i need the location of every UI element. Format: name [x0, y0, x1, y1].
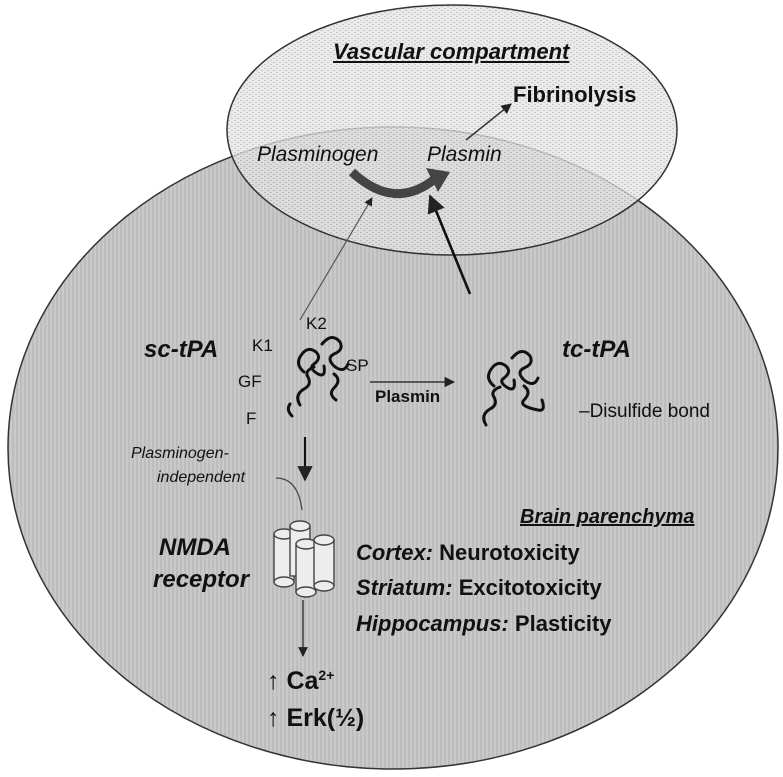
- domain-sp-label: SP: [346, 356, 369, 375]
- domain-k1-label: K1: [252, 336, 273, 355]
- disulfide-bond-label: –Disulfide bond: [579, 401, 710, 422]
- sc-tpa-label: sc-tPA: [144, 336, 219, 363]
- tc-tpa-structure-icon: [482, 350, 545, 427]
- plasmin-arrow-label: Plasmin: [375, 387, 441, 406]
- nmda-label: NMDA: [159, 534, 231, 561]
- brain-parenchyma-title: Brain parenchyma: [520, 506, 695, 528]
- region-hippocampus: Hippocampus:: [356, 611, 509, 636]
- sc-tpa-structure-icon: [286, 336, 350, 418]
- receptor-label: receptor: [153, 566, 250, 593]
- effect-row-striatum: Striatum: Excitotoxicity: [356, 577, 602, 599]
- erk-label: Erk(½): [286, 704, 365, 732]
- erk-readout: ↑ Erk(½): [267, 706, 364, 731]
- plasminogen-conversion-arrowhead: [426, 168, 450, 192]
- region-striatum: Striatum:: [356, 575, 453, 600]
- plasmin-label: Plasmin: [427, 143, 502, 166]
- plasmin-to-fibrinolysis-arrow: [465, 103, 512, 141]
- effect-row-cortex: Cortex: Neurotoxicity: [356, 542, 580, 564]
- effect-plasticity: Plasticity: [514, 611, 612, 636]
- calcium-label: Ca: [286, 667, 319, 695]
- region-cortex: Cortex:: [356, 540, 434, 565]
- sc-tpa-to-vascular-arrow: [299, 197, 373, 321]
- nmda-receptor-icon: [273, 520, 335, 598]
- independent-connector: [275, 477, 303, 511]
- plasminogen-independent-line2: independent: [157, 469, 246, 486]
- plasminogen-conversion-arrow: [348, 168, 439, 199]
- domain-f-label: F: [246, 409, 257, 428]
- effect-excitotoxicity: Excitotoxicity: [458, 575, 602, 600]
- effect-neurotoxicity: Neurotoxicity: [439, 540, 580, 565]
- domain-gf-label: GF: [238, 372, 262, 391]
- vascular-compartment-ellipse: [226, 4, 678, 256]
- plasminogen-independent-line1: Plasminogen-: [131, 445, 229, 462]
- tc-tpa-label: tc-tPA: [562, 336, 631, 363]
- domain-k2-label: K2: [306, 314, 327, 333]
- fibrinolysis-label: Fibrinolysis: [513, 82, 637, 107]
- tc-tpa-to-vascular-arrow: [427, 194, 472, 295]
- erk-up-arrow: ↑: [267, 704, 280, 732]
- plasminogen-label: Plasminogen: [257, 143, 379, 166]
- calcium-readout: ↑ Ca2+: [267, 668, 334, 694]
- vascular-compartment-title: Vascular compartment: [333, 39, 570, 64]
- calcium-charge: 2+: [318, 667, 335, 683]
- calcium-up-arrow: ↑: [267, 667, 280, 695]
- effect-row-hippocampus: Hippocampus: Plasticity: [356, 613, 612, 635]
